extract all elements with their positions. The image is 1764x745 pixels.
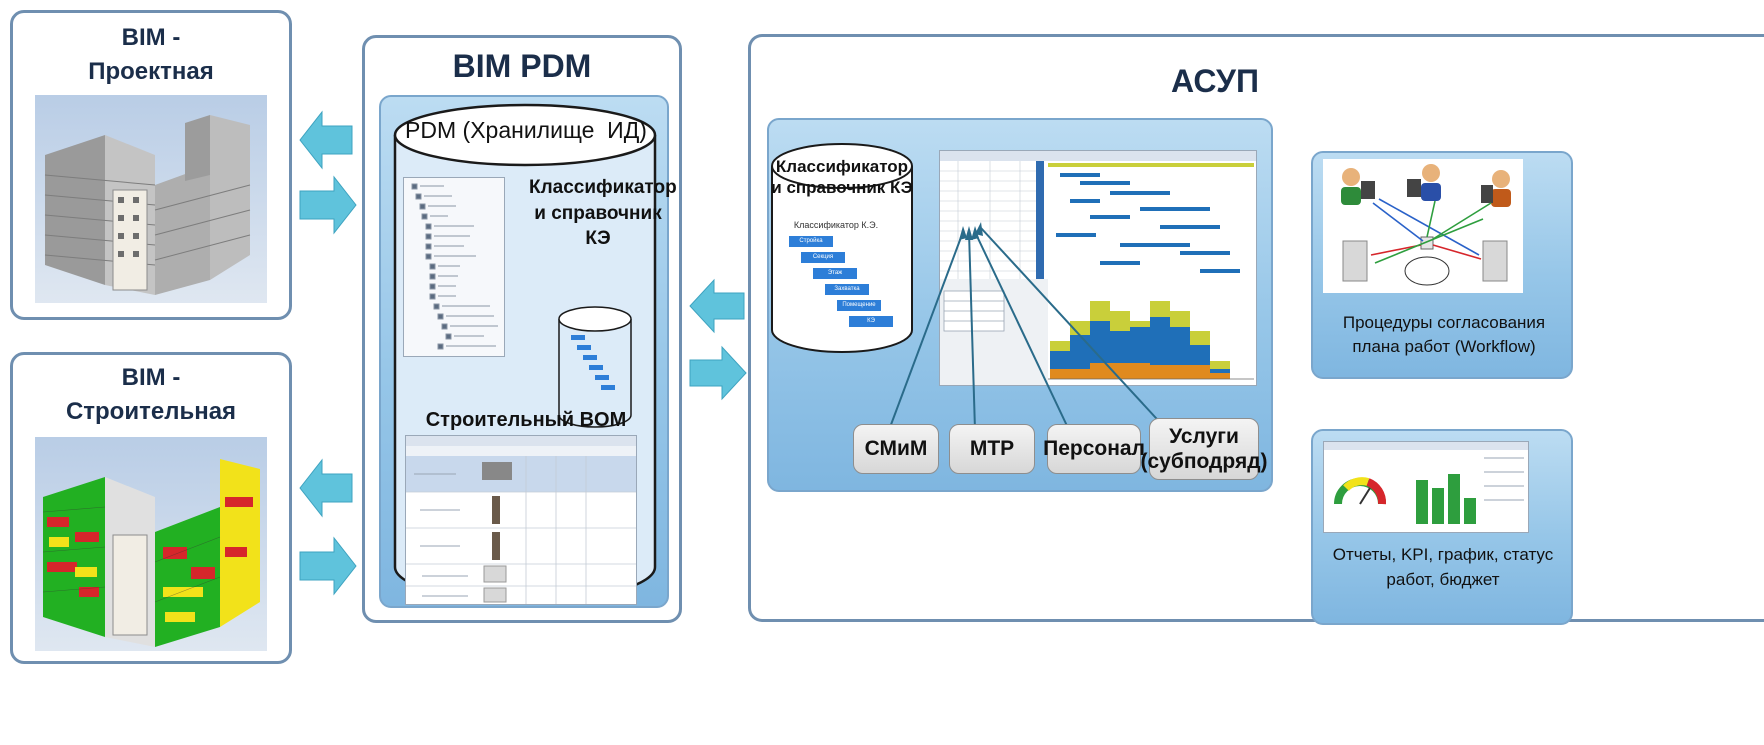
pdm-bom-label: Строительный BOM <box>425 409 627 431</box>
pdm-storage-label: PDM (Хранилище ИД) <box>405 117 647 143</box>
pdm-tree-screenshot <box>403 177 505 357</box>
classifier-tree-item: Этаж <box>813 268 857 279</box>
bim-pdm-title: BIM PDM <box>452 48 592 84</box>
workflow-diagram <box>1323 159 1523 293</box>
arrow-left-icon <box>689 278 745 334</box>
resource-smim-button[interactable]: СМиМ <box>853 424 939 474</box>
user-icon <box>1407 164 1441 201</box>
arrow-left-icon <box>299 458 353 518</box>
user-icon <box>1481 170 1511 207</box>
workflow-label: Процедуры согласования плана работ (Work… <box>1342 313 1546 356</box>
classifier-tree-item: КЭ <box>849 316 893 327</box>
design-model-panel: BIM - Проектная модель <box>10 10 292 320</box>
workflow-box: Процедуры согласования плана работ (Work… <box>1311 151 1573 379</box>
construction-model-panel: BIM - Строительная модель <box>10 352 292 664</box>
pdm-bom-screenshot <box>405 435 637 605</box>
user-icon <box>1341 168 1375 205</box>
pdm-storage-box: PDM (Хранилище ИД) <box>379 95 677 608</box>
pdm-classifier-label: Классификатор и справочник КЭ <box>529 177 677 250</box>
classifier-tree-item: Помещение <box>837 300 881 311</box>
reports-box: Отчеты, KPI, график, статус работ, бюдже… <box>1311 429 1573 625</box>
reports-dashboard <box>1323 441 1529 533</box>
arrow-right-icon <box>689 345 747 401</box>
arrow-left-icon <box>299 110 353 170</box>
asup-classifier-label: Классификатор и справочник КЭ <box>771 157 913 198</box>
gantt-screenshot <box>939 150 1257 386</box>
arrow-right-icon <box>299 536 357 596</box>
asup-panel: АСУП Классификатор и справочник КЭ Класс… <box>748 34 1764 625</box>
asup-title: АСУП <box>1171 63 1259 99</box>
arrow-right-icon <box>299 175 357 235</box>
resource-personnel-button[interactable]: Персонал <box>1043 424 1145 474</box>
design-model-image <box>35 95 267 303</box>
classifier-tree-item: Стройка <box>789 236 833 247</box>
resource-mtr-button[interactable]: МТР <box>949 424 1035 474</box>
classifier-tree-item: Захватка <box>825 284 869 295</box>
classifier-tree-item: Секция <box>801 252 845 263</box>
classifier-tree-title: Классификатор К.Э. <box>793 220 879 230</box>
reports-label: Отчеты, KPI, график, статус работ, бюдже… <box>1332 545 1554 589</box>
resource-subcontract-button[interactable]: Услуги (субподряд) <box>1141 418 1268 480</box>
construction-model-image <box>35 437 267 651</box>
asup-planning-box: Классификатор и справочник КЭ Классифика… <box>767 118 1273 492</box>
bim-pdm-panel: BIM PDM PDM (Хранилище ИД) <box>362 35 682 623</box>
